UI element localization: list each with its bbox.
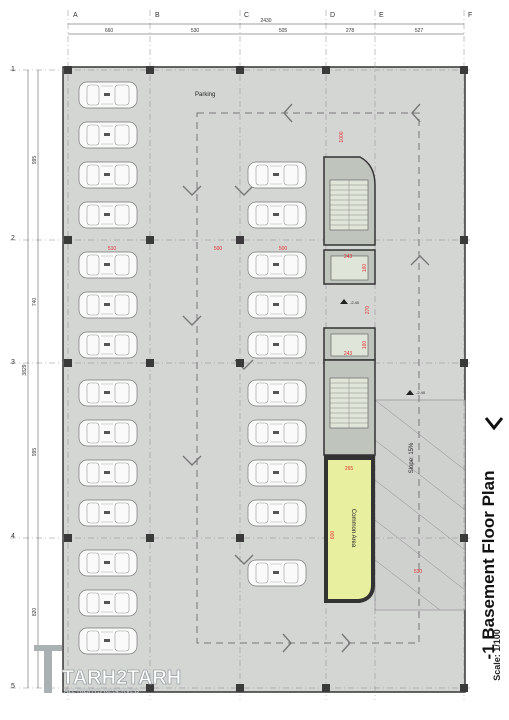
grid-col-label: E	[379, 12, 384, 19]
grid-col-label: A	[73, 12, 78, 19]
red-dim: 243	[344, 351, 353, 357]
red-dim: 500	[214, 246, 223, 252]
red-dim: 1000	[339, 131, 345, 142]
red-dim: 160	[362, 264, 368, 273]
ramp	[374, 399, 466, 611]
red-dim: 500	[279, 246, 288, 252]
driving-aisle	[196, 112, 420, 644]
left-dimension: 740	[32, 298, 38, 307]
top-dimension: 278	[346, 28, 355, 34]
top-dimension: 527	[415, 28, 424, 34]
watermark-brand: TARH2TARH	[62, 667, 181, 689]
grid-col-label: D	[330, 12, 335, 19]
top-total-dimension: 2430	[260, 18, 271, 24]
red-dimensions: 510 500 500 1000 243 160 270 243 160 265…	[108, 131, 423, 575]
north-arrow-icon	[484, 417, 504, 431]
level-marker: -2.40	[416, 390, 426, 395]
red-dim: 270	[365, 306, 371, 315]
left-dimension: 995	[32, 156, 38, 165]
grid-col-label: C	[244, 12, 249, 19]
red-dim: 530	[414, 569, 423, 575]
grid-row-label: 1	[11, 66, 15, 73]
grid-row-label: 2	[11, 235, 15, 242]
left-total-dimension: 3829	[22, 364, 28, 375]
top-dimension: 660	[105, 28, 114, 34]
left-dimensions: 3829 995 740 995 820	[22, 156, 38, 617]
top-dimensions: 2430 660 530 505 278 527	[105, 18, 424, 34]
red-dim: 600	[330, 531, 336, 540]
watermark: TARH2TARH ALL RIGHTS RESERVED	[34, 645, 182, 695]
level-marker: -2.40	[350, 300, 360, 305]
left-dimension: 820	[32, 608, 38, 617]
red-dim: 510	[108, 246, 117, 252]
red-dim: 160	[362, 341, 368, 350]
parking-label: Parking	[195, 92, 215, 98]
left-dimension: 995	[32, 448, 38, 457]
plan-scale: Scale: 1/100	[492, 629, 502, 681]
service-core	[323, 156, 376, 603]
grid-row-label: 3	[11, 359, 15, 366]
top-dimension: 530	[191, 28, 200, 34]
grid-col-label: B	[155, 12, 160, 19]
grid-row-labels: 1 2 3 4 5	[11, 66, 15, 690]
common-area-room	[328, 460, 371, 599]
watermark-sub: ALL RIGHTS RESERVED	[64, 688, 139, 695]
level-markers: -2.40 -2.40	[340, 299, 426, 395]
grid-col-label: F	[468, 12, 472, 19]
ramp-slope-label: Slope: 15%	[409, 442, 415, 473]
grid-row-label: 5	[11, 683, 15, 690]
grid-row-label: 4	[11, 533, 15, 540]
top-dimension: 505	[279, 28, 288, 34]
red-dim: 265	[345, 466, 354, 472]
grid-column-labels: A B C D E F	[73, 12, 472, 19]
red-dim: 243	[344, 254, 353, 260]
structural-columns	[64, 66, 468, 692]
dimension-lines	[27, 23, 464, 688]
plan-title: -1 Basement Floor Plan	[479, 471, 498, 660]
common-area-label: Common Area	[350, 509, 356, 548]
